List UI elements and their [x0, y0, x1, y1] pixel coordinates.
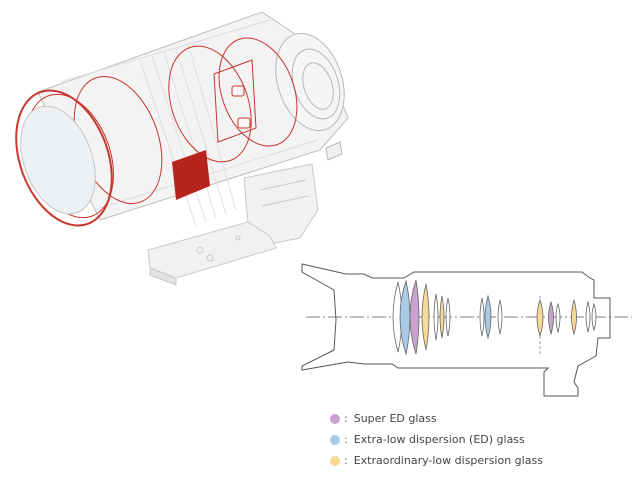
- grip-panel: [172, 150, 210, 200]
- lens-element: [585, 300, 591, 334]
- legend-swatch: [330, 455, 340, 466]
- rear-mount: [275, 32, 345, 161]
- legend-item-super-ed: : Super ED glass: [330, 408, 543, 429]
- control-buttons: [213, 59, 257, 143]
- lens-element: [536, 298, 544, 338]
- legend-separator: :: [344, 433, 348, 446]
- glass-legend: : Super ED glass : Extra-low dispersion …: [330, 408, 543, 471]
- lens-elements: [392, 279, 597, 356]
- lens-element: [433, 293, 439, 341]
- front-element: [20, 105, 96, 215]
- legend-label: Extra-low dispersion (ED) glass: [353, 433, 525, 446]
- lens-element: [497, 299, 503, 335]
- legend-item-extraordinary: : Extraordinary-low dispersion glass: [330, 450, 543, 471]
- tripod-foot: [147, 163, 319, 286]
- legend-swatch: [330, 434, 340, 445]
- lens-element: [421, 283, 430, 351]
- lens-barrel: [37, 11, 349, 227]
- lens-element: [591, 302, 597, 332]
- lens-element: [555, 302, 561, 334]
- legend-swatch: [330, 413, 340, 424]
- legend-item-ed: : Extra-low dispersion (ED) glass: [330, 429, 543, 450]
- lens-element: [548, 300, 554, 336]
- lens-element: [439, 295, 445, 339]
- legend-label: Extraordinary-low dispersion glass: [353, 454, 543, 467]
- lens-element: [445, 297, 451, 337]
- lens-element: [479, 297, 485, 337]
- lens-housing-outline: [301, 263, 611, 397]
- legend-separator: :: [344, 412, 348, 425]
- legend-separator: :: [344, 454, 348, 467]
- lens-element: [484, 294, 492, 340]
- lens-element: [399, 279, 411, 356]
- lens-element: [409, 279, 420, 355]
- legend-label: Super ED glass: [353, 412, 437, 425]
- lens-element: [571, 298, 577, 336]
